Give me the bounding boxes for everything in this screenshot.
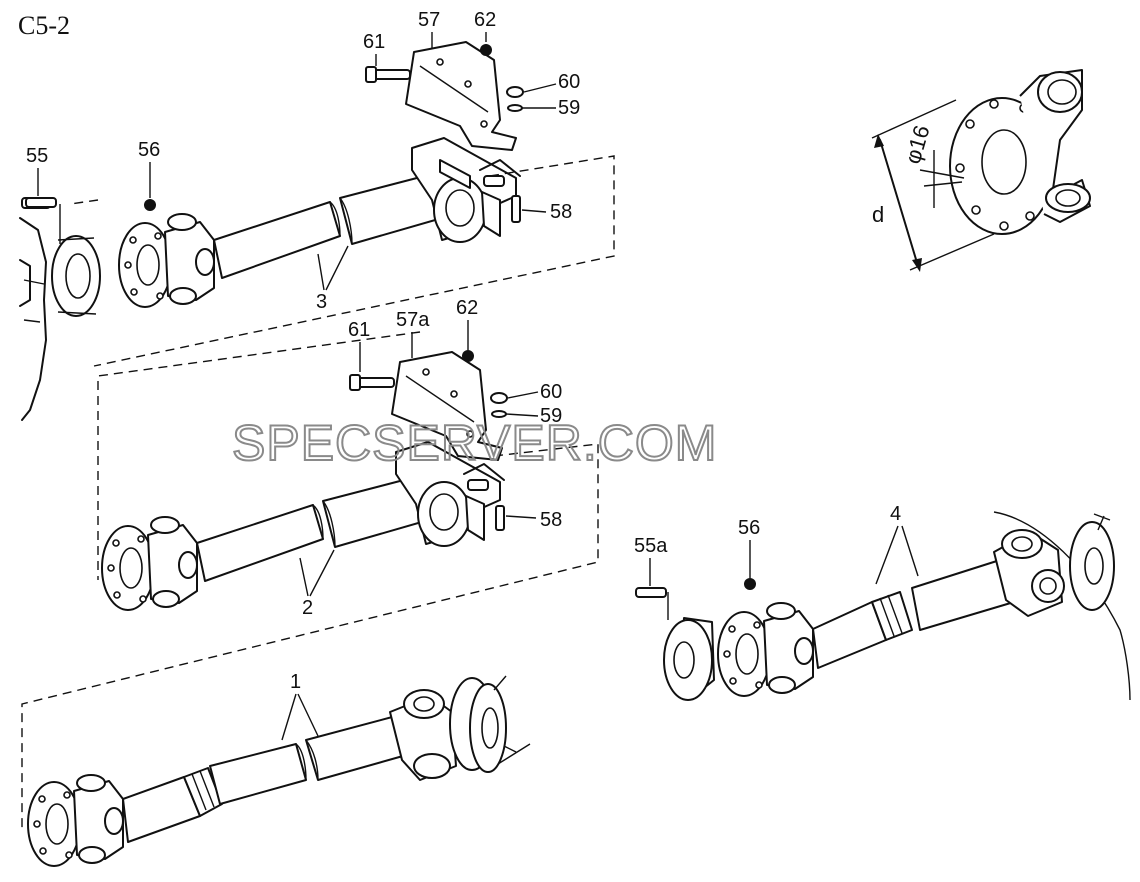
callout-2: 2 [302,597,313,619]
callout-55-top: 55 [26,145,48,167]
bracket-57 [405,41,517,151]
propeller-shaft-2 [101,441,505,611]
callout-62-mid: 62 [456,297,478,319]
callout-62-top: 62 [474,9,496,31]
watermark: SPECSERVER.COM [232,415,717,471]
callout-58-top: 58 [550,201,572,223]
transmission-housing-fragment [19,197,101,421]
propeller-shaft-4 [635,511,1131,701]
fasteners-top [25,66,524,223]
dimension-d: d [872,202,884,227]
propeller-shaft-3 [118,137,521,308]
propeller-shaft-1 [27,675,531,867]
callout-57a: 57a [396,309,430,331]
callout-59-mid: 59 [540,405,562,427]
bracket-57a [391,350,503,461]
callout-3: 3 [316,291,327,313]
callout-59-top: 59 [558,97,580,119]
flange-yoke-detail [871,69,1091,272]
dimension-bolt-hole: φ16 [900,123,935,167]
callout-58-mid: 58 [540,509,562,531]
dashed-boundary-mid [21,331,599,830]
dashed-boundary-top [69,155,615,367]
callout-1: 1 [290,671,301,693]
callout-60-top: 60 [558,71,580,93]
sheet-id: C5-2 [18,11,70,40]
callout-60-mid: 60 [540,381,562,403]
callout-61-top: 61 [363,31,385,53]
callout-61-mid: 61 [348,319,370,341]
fasteners-mid [349,374,508,531]
callout-56-top: 56 [138,139,160,161]
callout-55a: 55a [634,535,668,557]
callout-56-right: 56 [738,517,760,539]
callout-4: 4 [890,503,901,525]
callout-57-top: 57 [418,9,440,31]
